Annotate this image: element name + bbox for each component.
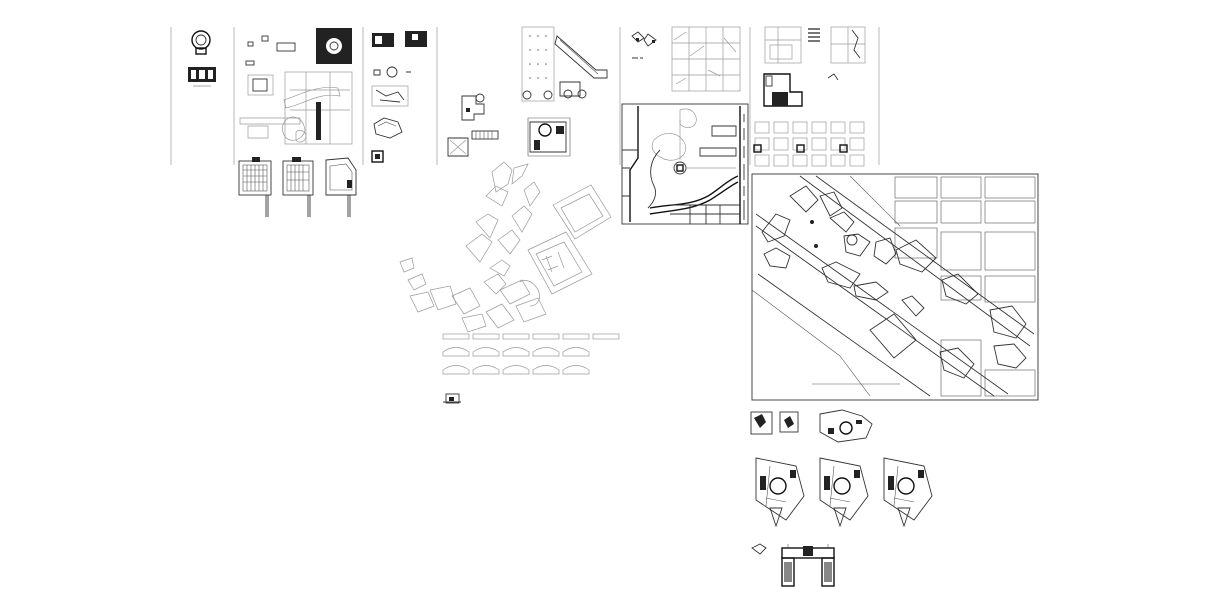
column4-details (447, 26, 608, 157)
sheet-dividers (170, 27, 880, 165)
gateway-building-plan (751, 543, 835, 587)
park-site-plan (621, 103, 749, 225)
column3-details (371, 31, 427, 163)
site-detail-thumbnails (750, 409, 873, 443)
column5-site-grid (631, 26, 741, 92)
exploded-building-elements (399, 161, 612, 333)
urban-masterplan (751, 173, 1039, 401)
building-plans-row (238, 157, 357, 217)
small-plan-icon (443, 393, 461, 404)
elevation-strips (442, 333, 620, 375)
three-site-plans (755, 457, 933, 528)
masterplan-sheet (239, 28, 353, 145)
round-tower-plan (188, 30, 216, 87)
column6-city-blocks (753, 26, 866, 167)
